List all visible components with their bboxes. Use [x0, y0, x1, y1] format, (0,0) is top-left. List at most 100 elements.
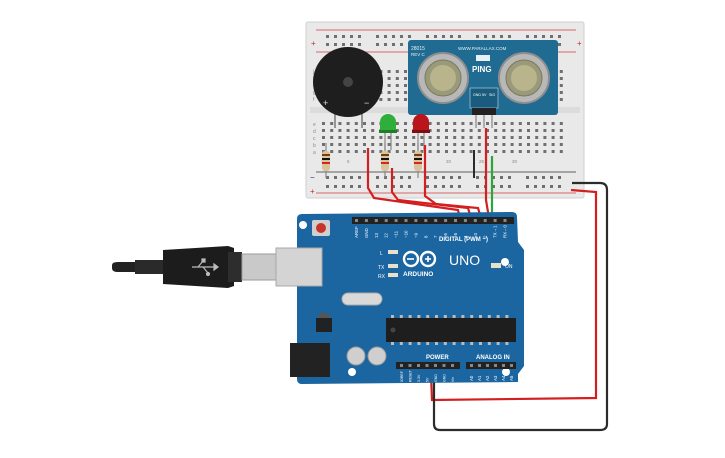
resistor-green-led[interactable] — [381, 143, 389, 178]
breadboard-hole — [469, 129, 473, 132]
resistor-buzzer[interactable] — [322, 143, 330, 178]
rail-hole — [558, 176, 561, 179]
digital-pin-hole[interactable] — [473, 219, 477, 222]
usb-plug-collar — [228, 252, 242, 282]
rail-hole — [550, 185, 553, 188]
power-pin-hole[interactable] — [400, 364, 403, 367]
breadboard-hole — [436, 150, 440, 153]
rail-hole — [458, 185, 461, 188]
piezo-buzzer[interactable]: + − — [313, 47, 383, 128]
analog-pin-hole[interactable] — [494, 364, 497, 367]
reset-button-cap[interactable] — [316, 223, 326, 233]
ground-wire[interactable] — [432, 181, 609, 432]
digital-pin-hole[interactable] — [364, 219, 368, 222]
digital-pin-hole[interactable] — [424, 219, 428, 222]
rail-hole — [326, 185, 329, 188]
chip-pin — [426, 315, 430, 318]
ping-5v-wire[interactable] — [484, 128, 491, 219]
ping-pin-sig: SIG — [489, 93, 495, 97]
digital-pwm-label: DIGITAL (PWM ~) — [439, 237, 488, 243]
green-led[interactable] — [379, 114, 397, 150]
power-pin-label: 3.3V — [417, 374, 421, 382]
rail-hole — [426, 185, 429, 188]
buzzer-hole — [343, 77, 353, 87]
digital-pin-hole[interactable] — [384, 219, 388, 222]
rail-hole — [442, 35, 445, 38]
breadboard-hole — [543, 122, 547, 125]
breadboard-hole — [412, 150, 416, 153]
red-led-signal-wire[interactable] — [423, 145, 483, 219]
resistor-band — [381, 162, 389, 164]
breadboard-hole — [551, 150, 555, 153]
breadboard-hole — [346, 122, 350, 125]
digital-pin-hole[interactable] — [355, 219, 358, 222]
rail-hole — [450, 176, 453, 179]
analog-header[interactable] — [466, 362, 516, 369]
breadboard-hole — [395, 136, 399, 139]
breadboard-hole — [346, 143, 350, 146]
rail-hole — [542, 176, 545, 179]
power-pin-hole[interactable] — [451, 364, 454, 367]
digital-pin-label: ~3 — [473, 232, 478, 238]
analog-pin-hole[interactable] — [470, 364, 473, 367]
usb-cable[interactable] — [112, 246, 279, 288]
breadboard-hole — [379, 136, 383, 139]
rail-hole — [358, 35, 361, 38]
rail-hole — [442, 185, 445, 188]
breadboard-hole — [461, 143, 465, 146]
digital-pin-hole[interactable] — [454, 219, 457, 222]
digital-pin-hole[interactable] — [414, 219, 418, 222]
digital-pin-hole[interactable] — [404, 219, 408, 222]
analog-pin-hole[interactable] — [478, 364, 481, 367]
chip-pin — [417, 342, 421, 345]
row-letter-g: g — [313, 90, 316, 96]
buzzer-minus-label: − — [364, 98, 369, 108]
digital-pin-hole[interactable] — [493, 219, 497, 222]
power-pin-hole[interactable] — [425, 364, 429, 367]
analog-pin-hole[interactable] — [486, 364, 489, 367]
usb-cable-end — [112, 262, 135, 272]
digital-pin-hole[interactable] — [434, 219, 438, 222]
rail-hole — [492, 185, 495, 188]
breadboard-hole — [559, 70, 563, 73]
ping-transducer-right-core — [511, 65, 537, 91]
digital-pin-hole[interactable] — [483, 219, 487, 222]
breadboard-hole — [453, 150, 457, 153]
digital-pin-hole[interactable] — [503, 219, 507, 222]
on-label: ON — [505, 264, 513, 270]
breadboard-hole — [354, 122, 358, 125]
digital-pin-hole[interactable] — [444, 219, 448, 222]
digital-pin-hole[interactable] — [463, 219, 467, 222]
breadboard-hole — [338, 129, 342, 132]
breadboard-hole — [322, 143, 325, 146]
power-barrel-jack — [290, 343, 330, 377]
power-pin-hole[interactable] — [434, 364, 437, 367]
ping-ultrasonic-sensor[interactable]: 28015 REV C WWW.PARALLAX.COM PING GND 5V… — [408, 40, 558, 128]
digital-pin-label: RX←0 — [503, 225, 508, 238]
breadboard-hole — [387, 84, 391, 87]
rail-hole — [326, 176, 329, 179]
rail-hole — [558, 43, 561, 46]
breadboard-hole — [535, 150, 539, 153]
digital-pin-hole[interactable] — [374, 219, 378, 222]
chip-pin — [487, 315, 491, 318]
green-led-signal-wire[interactable] — [390, 168, 473, 219]
breadboard-hole — [363, 150, 366, 153]
breadboard-hole — [379, 150, 383, 153]
rail-hole — [392, 185, 395, 188]
digital-header[interactable] — [352, 217, 514, 224]
resistor-red-led[interactable] — [414, 143, 422, 178]
digital-pin-hole[interactable] — [394, 219, 398, 222]
power-pin-hole[interactable] — [417, 364, 420, 367]
analog-pin-hole[interactable] — [502, 364, 505, 367]
power-pin-hole[interactable] — [408, 364, 412, 367]
rail-hole — [358, 43, 361, 46]
analog-pin-hole[interactable] — [510, 364, 513, 367]
rail-hole — [526, 185, 529, 188]
breadboard-hole — [535, 143, 539, 146]
power-5v-wire[interactable] — [429, 188, 598, 402]
rail-hole — [392, 35, 395, 38]
power-pin-hole[interactable] — [442, 364, 446, 367]
